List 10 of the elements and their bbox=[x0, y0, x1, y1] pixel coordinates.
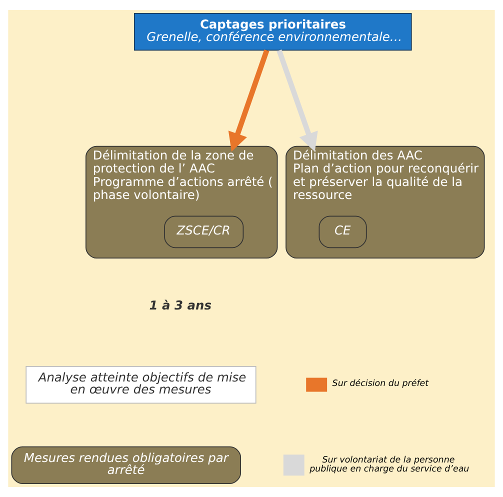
node-box: CE bbox=[318, 216, 367, 248]
arrow bbox=[276, 49, 318, 152]
arrow bbox=[228, 49, 270, 152]
node-box: ZSCE/CR bbox=[164, 216, 244, 248]
label: 1 à 3 ans bbox=[149, 298, 212, 312]
node-box: Captages prioritaires Grenelle, conférence environnementale… bbox=[134, 13, 412, 51]
legend-label: Sur volontariat de la personne publique en charge du service d’eau bbox=[310, 456, 470, 474]
node-box: Analyse atteinte objectifs de mise en œuvre des mesures bbox=[26, 366, 256, 404]
legend-label: Sur décision du préfet bbox=[332, 379, 429, 390]
node-box: Mesures rendues obligatoires par arrêté bbox=[11, 446, 242, 484]
